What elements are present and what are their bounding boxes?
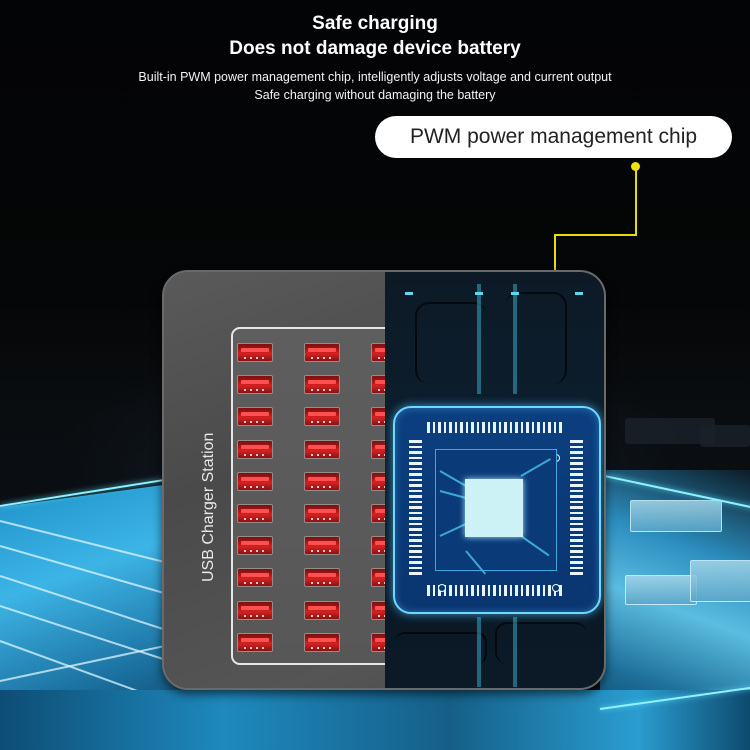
processor-chip-icon [393, 406, 601, 614]
usb-port-icon [304, 632, 340, 652]
decor-cube [630, 500, 722, 532]
device-label: USB Charger Station [200, 432, 217, 582]
usb-port-icon [237, 504, 273, 523]
callout-label: PWM power management chip [375, 116, 732, 158]
usb-port-icon [304, 504, 340, 523]
callout-connector [554, 234, 556, 272]
bottom-glow-surface [0, 690, 750, 750]
usb-port-icon [304, 536, 340, 556]
usb-port-icon [237, 343, 273, 362]
port-panel [231, 327, 407, 665]
pcb-cutaway [385, 272, 604, 688]
usb-port-icon [237, 439, 273, 459]
headline: Safe charging [312, 13, 438, 34]
description-line-1: Built-in PWM power management chip, inte… [138, 70, 612, 84]
callout-label-text: PWM power management chip [409, 125, 698, 148]
usb-port-icon [304, 568, 340, 588]
usb-port-icon [237, 407, 273, 427]
chip-core [465, 479, 523, 537]
usb-port-icon [304, 407, 340, 427]
usb-port-icon [304, 439, 340, 459]
usb-charger-station: USB Charger Station [162, 270, 606, 690]
usb-port-icon [237, 536, 273, 556]
usb-port-icon [237, 600, 273, 620]
decor-cube [625, 575, 697, 605]
description-line-2: Safe charging without damaging the batte… [254, 88, 496, 102]
callout-connector [635, 168, 637, 235]
headline-secondary: Does not damage device battery [229, 38, 521, 59]
usb-port-icon [237, 375, 273, 395]
callout-dot-icon [631, 162, 640, 171]
decor-cube [690, 560, 750, 602]
usb-port-icon [237, 568, 273, 588]
usb-port-icon [304, 343, 340, 362]
usb-port-icon [237, 471, 273, 491]
usb-port-icon [237, 632, 273, 652]
usb-port-icon [304, 471, 340, 491]
usb-port-icon [304, 600, 340, 620]
usb-port-icon [304, 375, 340, 395]
callout-connector [554, 234, 637, 236]
chip-die [435, 449, 557, 575]
decor-block [700, 425, 750, 447]
